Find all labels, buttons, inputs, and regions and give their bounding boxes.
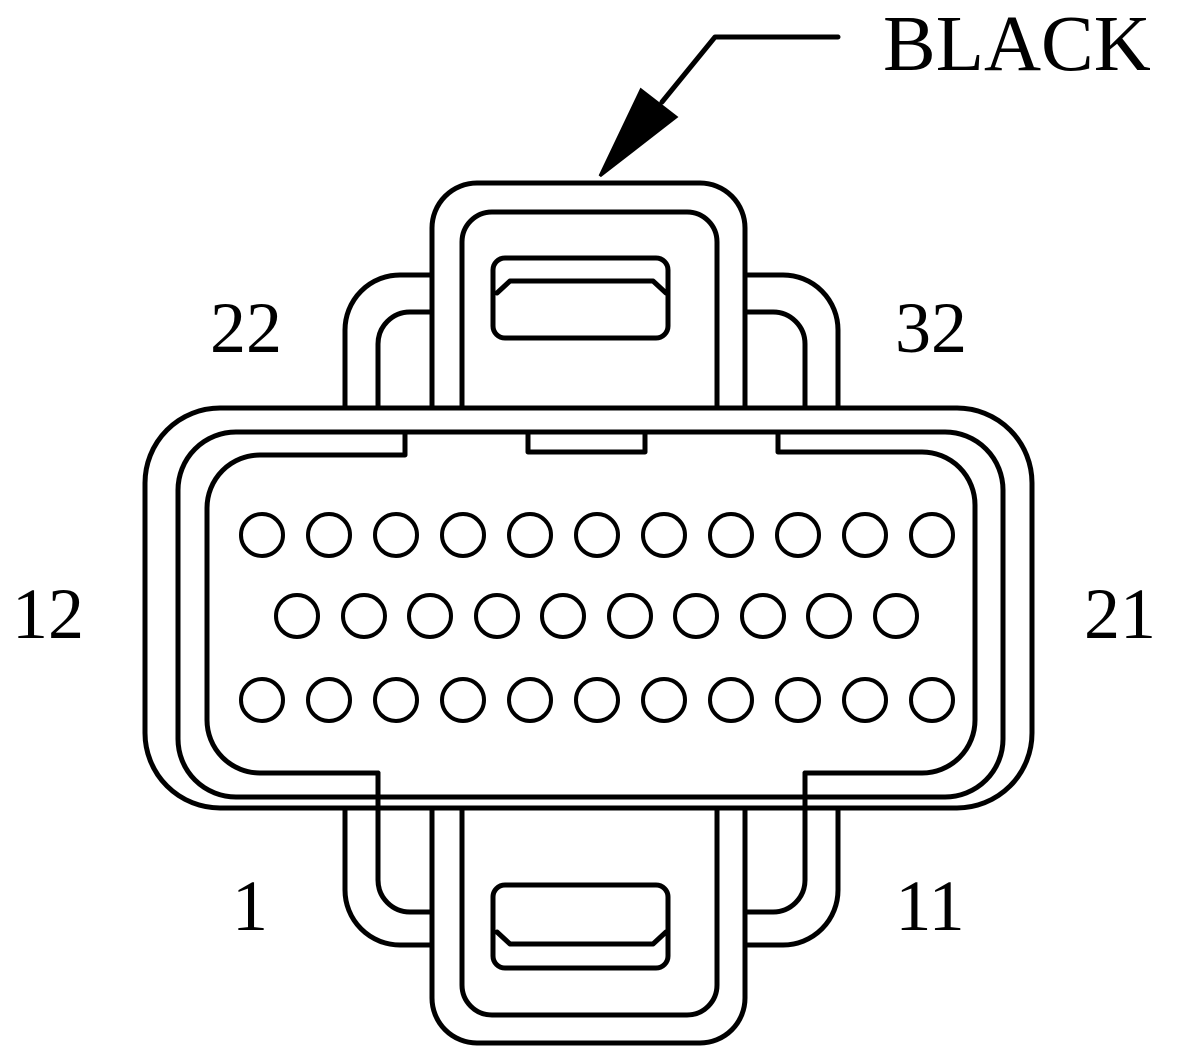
pin-hole [607, 593, 653, 639]
top-right-ear-inner [742, 309, 808, 411]
pin-hole [842, 677, 888, 723]
pin-label-top-left: 22 [210, 288, 282, 368]
pin-hole [507, 512, 553, 558]
top-left-ear-inner [375, 309, 435, 411]
pin-hole [239, 677, 285, 723]
pin-hole [909, 512, 955, 558]
pin-hole [341, 593, 387, 639]
callout-leader-line [659, 34, 841, 105]
pin-label-right: 21 [1084, 574, 1156, 654]
pin-number-labels: 22 32 12 21 1 11 [12, 288, 1156, 946]
pin-hole [239, 512, 285, 558]
pin-hole [806, 593, 852, 639]
bottom-ears [342, 770, 841, 948]
bottom-latch-inner [459, 805, 720, 1018]
pin-hole [540, 593, 586, 639]
top-latch-slot-ridge [494, 278, 669, 296]
bottom-right-ear-outer [742, 805, 841, 948]
pin-row-middle [274, 593, 919, 639]
pin-hole [274, 593, 320, 639]
pin-hole [873, 593, 919, 639]
pin-hole [708, 677, 754, 723]
callout-arrowhead [598, 87, 679, 178]
top-left-ear-outer [342, 272, 435, 411]
pin-hole [306, 512, 352, 558]
body-middle-outline [175, 429, 1006, 800]
pin-hole [909, 677, 955, 723]
bottom-left-ear-outer [342, 805, 435, 948]
bottom-latch-slot [490, 882, 671, 971]
bottom-latch [429, 805, 748, 1046]
callout: BLACK [598, 1, 1151, 178]
pin-label-bottom-left: 1 [232, 866, 268, 946]
pin-hole [373, 512, 419, 558]
pin-hole [775, 677, 821, 723]
body-inner-outline [204, 429, 978, 776]
pin-hole [306, 677, 352, 723]
pin-hole [641, 677, 687, 723]
pin-hole [574, 512, 620, 558]
pin-hole [740, 593, 786, 639]
pin-hole [641, 512, 687, 558]
pin-hole [440, 677, 486, 723]
bottom-right-ear-inner [742, 770, 808, 915]
pin-label-top-right: 32 [895, 288, 967, 368]
pin-hole [574, 677, 620, 723]
body-outer-outline [142, 405, 1035, 811]
bottom-latch-slot-ridge [494, 929, 669, 947]
pin-hole [775, 512, 821, 558]
bottom-latch-outer [429, 805, 748, 1046]
top-latch [429, 180, 748, 411]
pin-hole [708, 512, 754, 558]
pin-hole [474, 593, 520, 639]
top-ears [342, 272, 841, 411]
pin-hole [407, 593, 453, 639]
pin-row-top [239, 512, 955, 558]
pin-hole [373, 677, 419, 723]
bottom-left-ear-inner [375, 770, 435, 915]
top-right-ear-outer [742, 272, 841, 411]
pin-label-bottom-right: 11 [895, 866, 964, 946]
pin-hole [507, 677, 553, 723]
top-latch-outer [429, 180, 748, 411]
pin-row-bottom [239, 677, 955, 723]
pin-hole [673, 593, 719, 639]
connector-body [142, 405, 1035, 811]
pin-label-left: 12 [12, 574, 84, 654]
top-latch-slot [490, 255, 671, 341]
pin-hole [842, 512, 888, 558]
connector-color-label: BLACK [883, 1, 1151, 88]
pin-hole [440, 512, 486, 558]
top-latch-inner [459, 209, 720, 411]
